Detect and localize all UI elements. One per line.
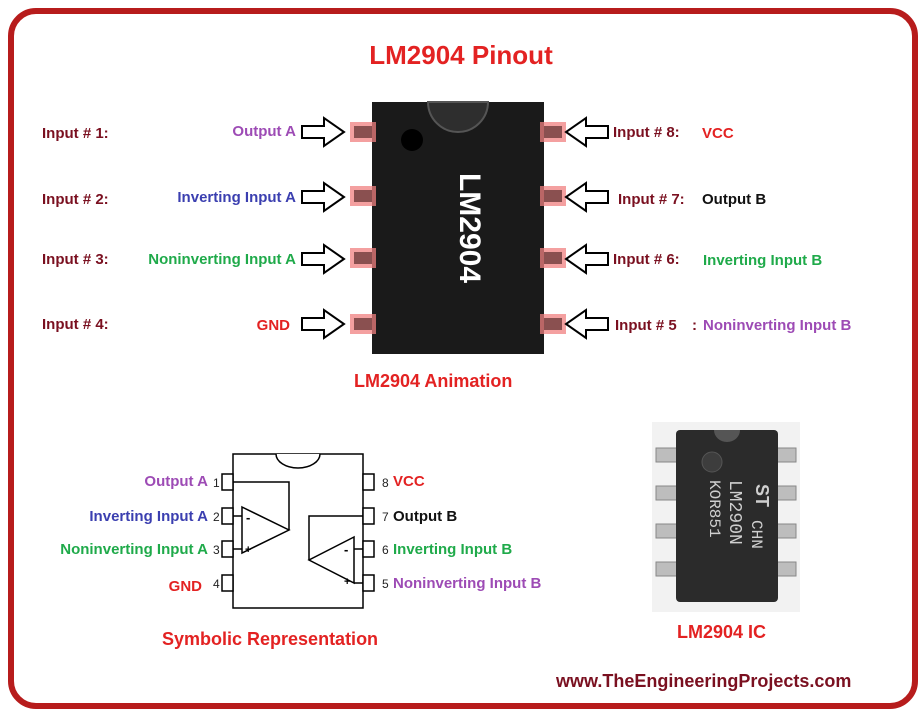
ic-photo: ST CHN LM290N KOR851 — [652, 422, 800, 612]
sym-left-function-4: GND — [168, 578, 202, 595]
left-input-label-2: Input # 2: — [42, 191, 109, 208]
ic-marking-2: LM290N — [724, 480, 744, 545]
pin1-dot — [401, 129, 423, 151]
arrow-right-icon — [301, 116, 346, 148]
left-function-3: Noninverting Input A — [148, 251, 296, 268]
opamp-b-minus: - — [344, 542, 348, 557]
sym-pin-num-3: 3 — [213, 543, 220, 557]
page-title: LM2904 Pinout — [369, 40, 553, 70]
sym-pin-num-2: 2 — [213, 510, 220, 524]
right-function-5: Noninverting Input B — [703, 317, 852, 334]
sym-pin-num-1: 1 — [213, 476, 220, 490]
right-input-label-6: Input # 6: — [613, 251, 680, 268]
ic-photo-caption: LM2904 IC — [677, 622, 767, 642]
sym-pin-num-8: 8 — [382, 476, 389, 490]
arrow-left-icon — [564, 116, 609, 148]
left-input-label-1: Input # 1: — [42, 125, 109, 142]
left-arrows — [301, 116, 346, 340]
symbolic-package — [221, 453, 375, 609]
right-arrows — [564, 116, 609, 340]
sym-left-function-1: Output A — [144, 473, 208, 490]
right-function-8: VCC — [702, 125, 734, 142]
sym-pin-num-7: 7 — [382, 510, 389, 524]
right-input-label-5: Input # 5 — [615, 317, 677, 334]
chip-notch — [426, 101, 490, 133]
sym-pin-num-5: 5 — [382, 577, 389, 591]
chip-right-pins — [540, 122, 566, 334]
opamp-b-plus: + — [344, 576, 350, 588]
arrow-left-icon — [564, 243, 609, 275]
right-input-label-8: Input # 8: — [613, 124, 680, 141]
sym-pin-num-4: 4 — [213, 577, 220, 591]
chip-left-pins — [350, 122, 376, 334]
sym-right-function-6: Inverting Input B — [393, 541, 513, 558]
right-function-7: Output B — [702, 191, 767, 208]
arrow-left-icon — [564, 308, 609, 340]
ic-brand: ST — [752, 484, 772, 507]
left-input-label-4: Input # 4: — [42, 316, 109, 333]
left-function-2: Inverting Input A — [177, 189, 296, 206]
opamp-a-plus: + — [245, 544, 251, 556]
chip-body — [372, 102, 544, 354]
arrow-right-icon — [301, 243, 346, 275]
arrow-right-icon — [301, 308, 346, 340]
right-input-label-7: Input # 7: — [618, 191, 685, 208]
animation-caption: LM2904 Animation — [354, 371, 513, 391]
arrow-left-icon — [564, 181, 609, 213]
sym-pin-num-6: 6 — [382, 543, 389, 557]
ic-marking-3: KOR851 — [705, 480, 723, 538]
right-function-6: Inverting Input B — [703, 252, 823, 269]
right-input-separator-5: : — [692, 317, 697, 334]
sym-left-function-2: Inverting Input A — [89, 508, 208, 525]
left-function-4: GND — [256, 317, 290, 334]
ic-marking-1: CHN — [747, 520, 765, 549]
sym-right-function-5: Noninverting Input B — [393, 575, 542, 592]
sym-right-function-8: VCC — [393, 473, 425, 490]
sym-right-function-7: Output B — [393, 508, 458, 525]
website-url: www.TheEngineeringProjects.com — [556, 671, 852, 691]
arrow-right-icon — [301, 181, 346, 213]
chip-label: LM2904 — [453, 173, 486, 283]
symbolic-caption: Symbolic Representation — [162, 629, 379, 649]
left-input-label-3: Input # 3: — [42, 251, 109, 268]
sym-left-function-3: Noninverting Input A — [60, 541, 208, 558]
opamp-a-minus: - — [246, 510, 250, 525]
left-function-1: Output A — [232, 123, 296, 140]
